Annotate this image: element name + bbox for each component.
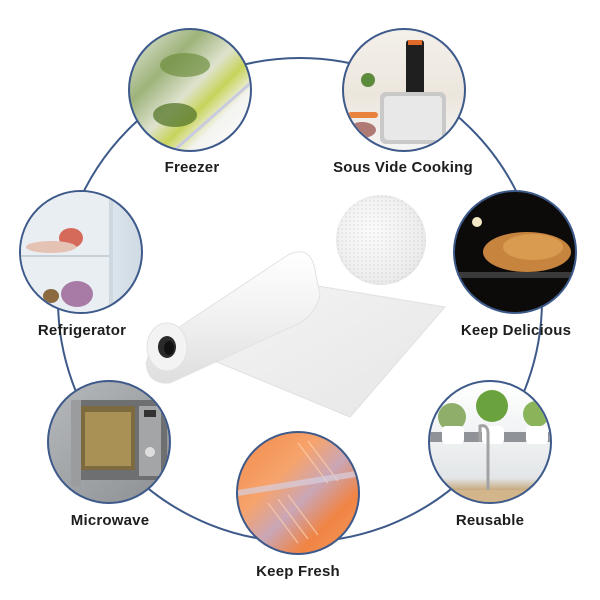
vacuum-roll-image — [145, 251, 446, 418]
label-freezer: Freezer — [164, 159, 220, 176]
label-microwave: Microwave — [70, 512, 150, 529]
freezer-image — [128, 28, 252, 152]
salmon-image — [236, 431, 360, 555]
refrigerator-image — [19, 190, 143, 314]
texture-swatch — [336, 195, 426, 285]
kitchen-sink-image — [428, 380, 552, 504]
roast-turkey-image — [453, 190, 577, 314]
label-keep-delicious: Keep Delicious — [460, 322, 572, 339]
label-refrigerator: Refrigerator — [37, 322, 127, 339]
microwave-image — [47, 380, 171, 504]
label-sous-vide-cooking: Sous Vide Cooking — [333, 159, 473, 176]
label-keep-fresh: Keep Fresh — [256, 563, 340, 580]
label-reusable: Reusable — [455, 512, 525, 529]
sous-vide-image — [342, 28, 466, 152]
